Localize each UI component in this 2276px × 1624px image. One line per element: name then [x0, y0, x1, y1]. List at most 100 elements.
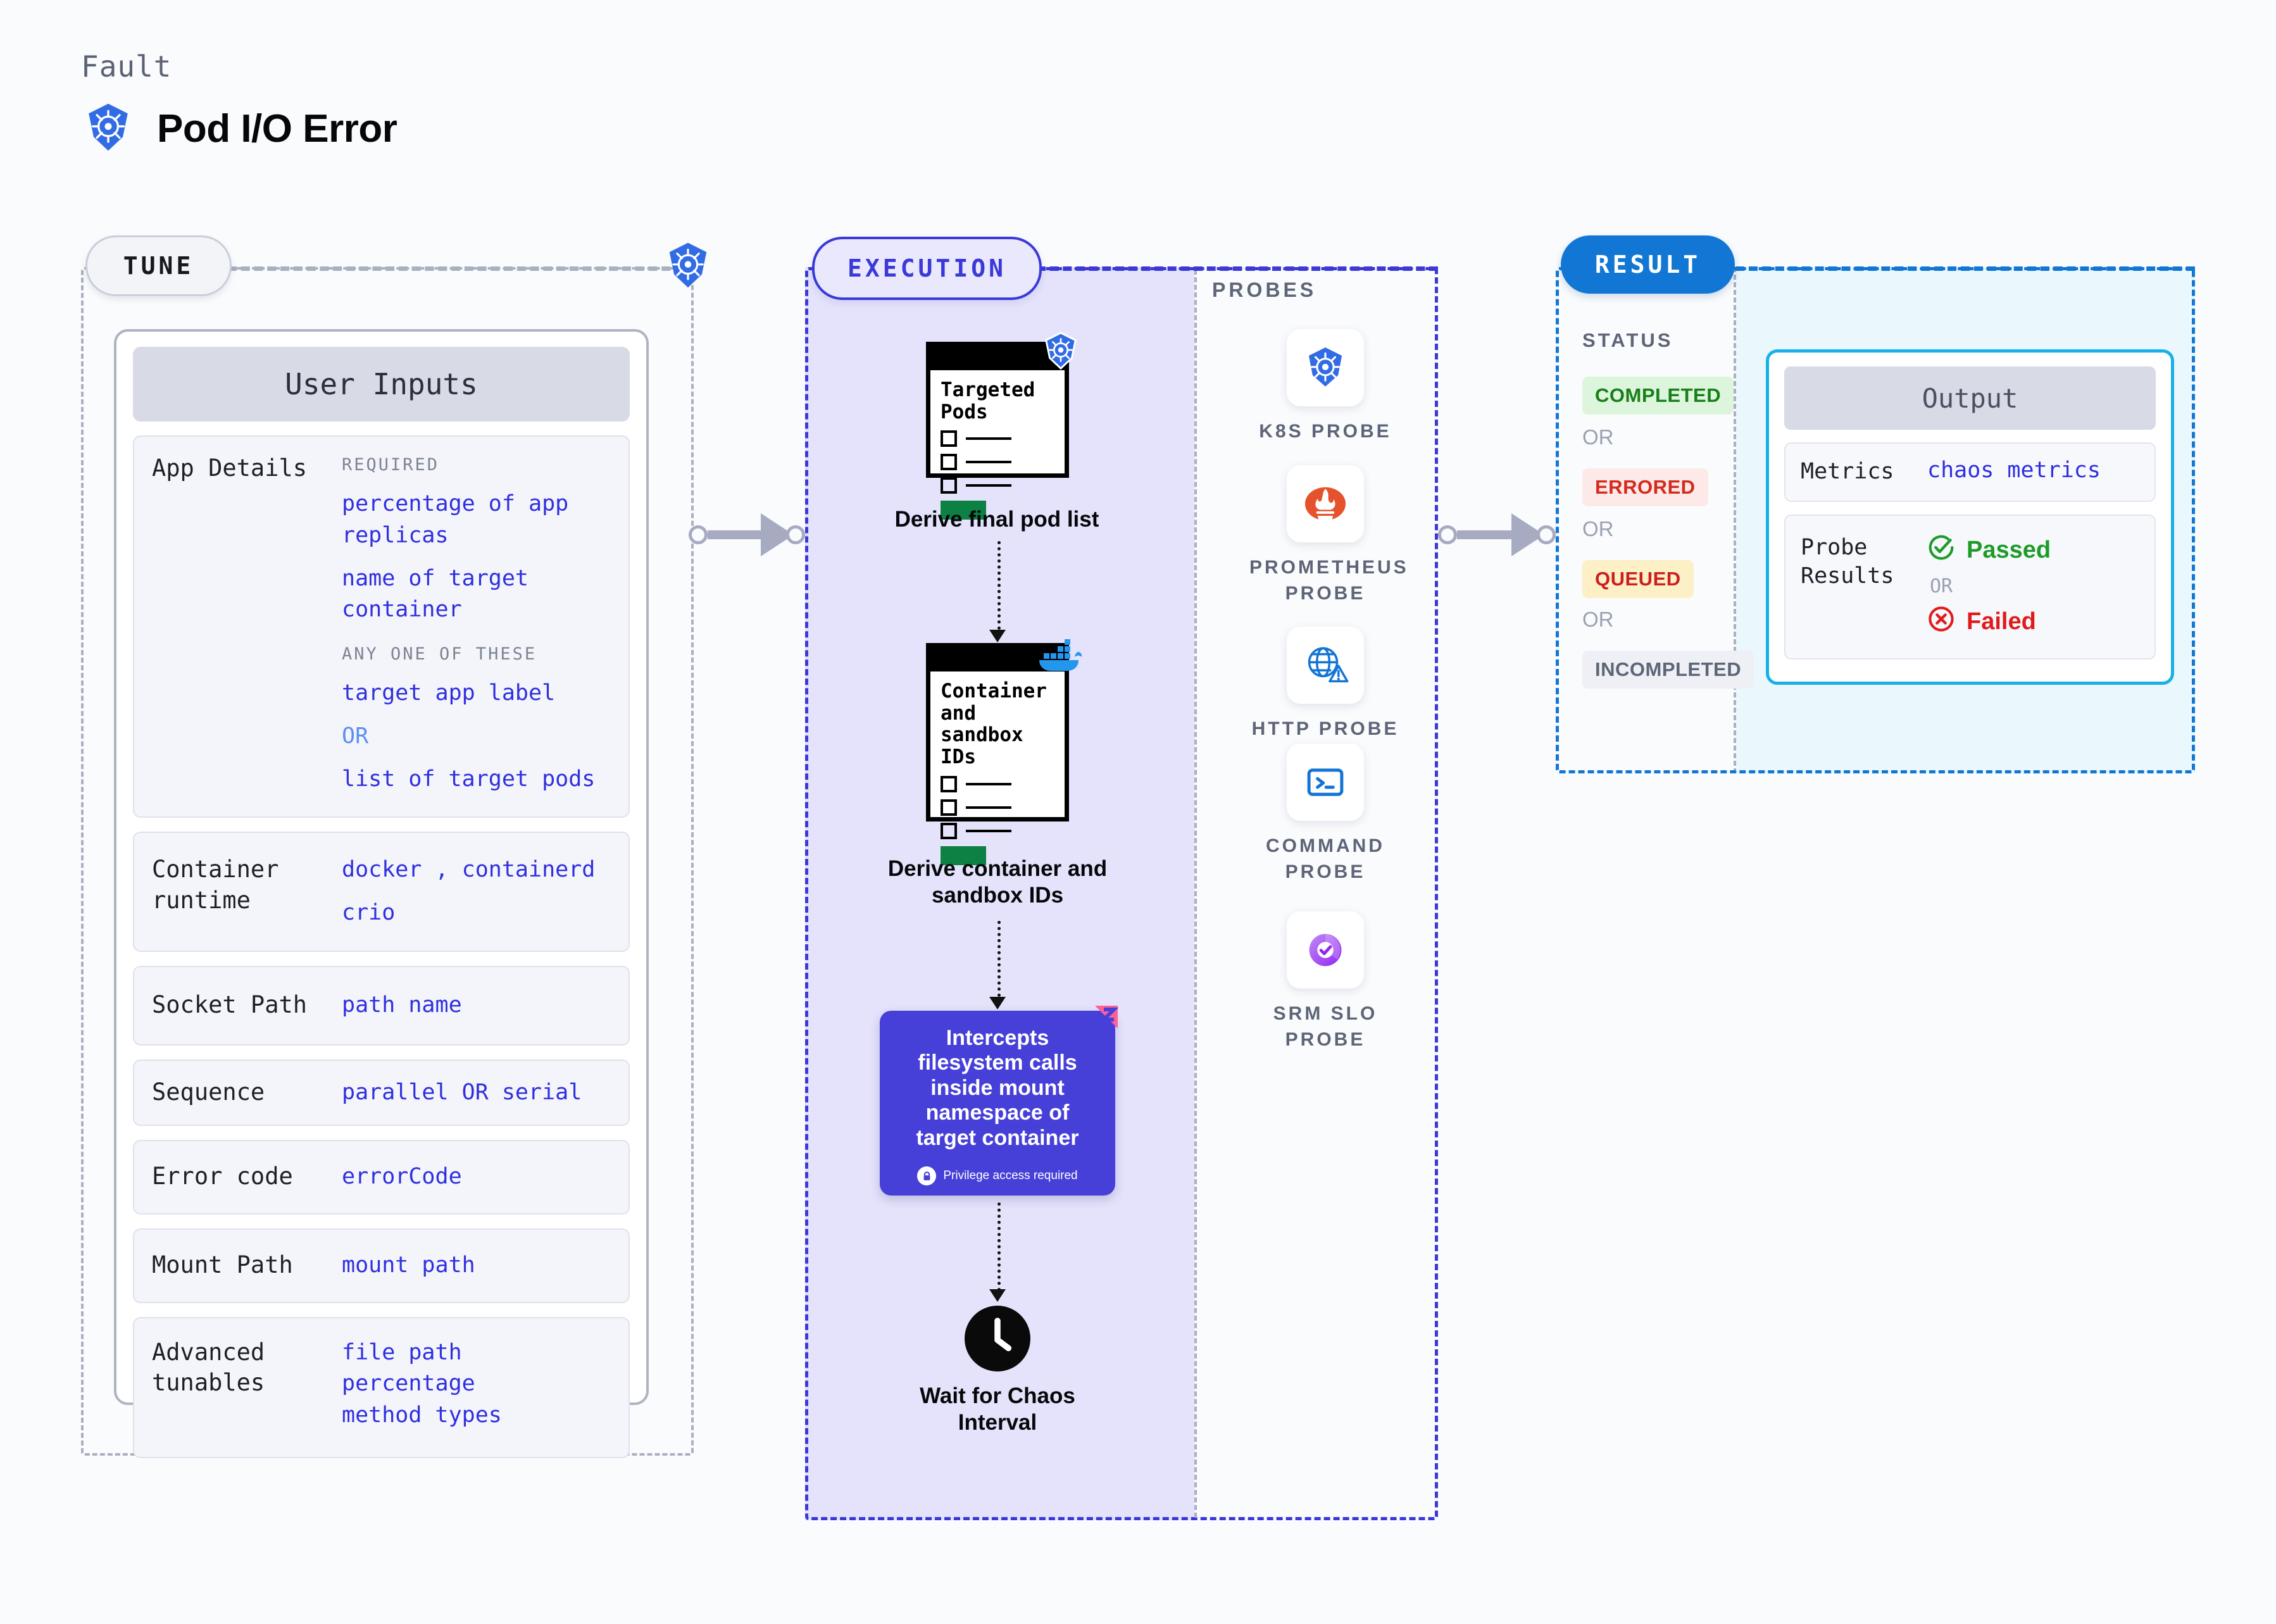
output-row-label: Metrics	[1801, 459, 1894, 484]
execution-connector-line	[1037, 266, 1438, 271]
connector-start-dot	[689, 525, 708, 544]
probe-result-or-label: OR	[1930, 575, 1953, 597]
connector-bar	[1457, 530, 1513, 539]
probe-label: K8S PROBE	[1259, 421, 1392, 442]
tune-value: method types	[342, 1402, 502, 1428]
clock-icon	[965, 1306, 1030, 1371]
flow-connector	[997, 541, 1001, 630]
command-terminal-icon	[1287, 744, 1364, 821]
lock-icon	[917, 1166, 937, 1185]
output-row-metrics: Metrics chaos metrics	[1784, 442, 2156, 502]
status-badge-queued: QUEUED	[1582, 560, 1694, 598]
probe-prometheus[interactable]: PROMETHEUS PROBE	[1249, 402, 1409, 606]
flow-connector	[997, 921, 1001, 997]
tune-row-label: Sequence	[152, 1078, 265, 1106]
connector-bar	[708, 530, 762, 539]
x-circle-icon	[1927, 605, 1955, 639]
status-badge-incompleted: INCOMPLETED	[1582, 651, 1754, 689]
flow-connector	[997, 1202, 1001, 1291]
connector-tune-to-execution	[689, 513, 805, 556]
doc-lines	[941, 775, 1054, 865]
flow-arrowhead	[989, 630, 1006, 642]
output-row-probe-results: Probe Results Passed OR Failed	[1784, 514, 2156, 659]
tune-row-advanced-tunables: Advanced tunables file path percentage m…	[133, 1316, 630, 1458]
tune-row-label: Advanced tunables	[152, 1338, 265, 1397]
doc-title: Container and sandbox IDs	[941, 680, 1047, 769]
probe-result-failed-label: Failed	[1966, 608, 2036, 635]
kubernetes-icon	[1287, 329, 1364, 406]
probe-http[interactable]: HTTP PROBE	[1249, 627, 1401, 742]
docker-icon	[1038, 638, 1084, 677]
probes-divider	[1194, 270, 1197, 1518]
status-or-label: OR	[1582, 425, 1614, 449]
tune-value: percentage of app replicas	[342, 491, 569, 549]
kubernetes-icon	[663, 240, 713, 290]
execution-node-targeted-pods: Targeted Pods	[926, 342, 1069, 520]
tune-row-sequence: Sequence parallel OR serial	[133, 1059, 630, 1127]
check-circle-icon	[1927, 534, 1955, 568]
probes-title: PROBES	[1212, 278, 1317, 301]
intercept-text: Intercepts filesystem calls inside mount…	[916, 1026, 1079, 1150]
connector-start-dot	[1438, 525, 1457, 544]
tune-value: name of target container	[342, 565, 529, 623]
probe-label: HTTP PROBE	[1251, 718, 1399, 739]
result-badge[interactable]: RESULT	[1561, 235, 1735, 294]
probe-label: COMMAND PROBE	[1266, 835, 1385, 882]
probe-command[interactable]: COMMAND PROBE	[1249, 744, 1401, 885]
probe-label: PROMETHEUS PROBE	[1249, 557, 1409, 604]
status-badge-completed: COMPLETED	[1582, 377, 1734, 415]
status-badge-errored: ERRORED	[1582, 468, 1708, 506]
tune-row-label: Socket Path	[152, 990, 308, 1018]
tune-row-mount-path: Mount Path mount path	[133, 1228, 630, 1303]
http-globe-icon	[1287, 627, 1364, 704]
kubernetes-icon	[82, 101, 134, 156]
connector-execution-to-result	[1438, 513, 1556, 556]
execution-node-container-ids: Container and sandbox IDs	[926, 643, 1069, 865]
flow-arrowhead	[989, 1289, 1006, 1302]
output-row-value: chaos metrics	[1927, 458, 2101, 483]
output-row-label: Probe Results	[1801, 534, 1894, 589]
page-title: Pod I/O Error	[157, 107, 397, 151]
probe-k8s[interactable]: K8S PROBE	[1249, 329, 1401, 445]
tune-value: docker , containerd	[342, 857, 596, 883]
probe-result-passed: Passed	[1927, 534, 2139, 568]
tune-badge[interactable]: TUNE	[85, 235, 232, 296]
probe-label: SRM SLO PROBE	[1273, 1003, 1378, 1050]
tune-group-caption: ANY ONE OF THESE	[342, 644, 537, 665]
fault-title-row: Pod I/O Error	[82, 101, 397, 156]
result-connector-line	[1735, 266, 2195, 271]
probe-srm-slo[interactable]: SRM SLO PROBE	[1249, 911, 1401, 1052]
tune-connector-line	[228, 266, 684, 271]
probe-result-passed-label: Passed	[1966, 537, 2051, 563]
tune-group-caption: REQUIRED	[342, 455, 440, 475]
tune-value: crio	[342, 900, 396, 926]
tune-row-label: Error code	[152, 1163, 293, 1190]
prometheus-icon	[1287, 465, 1364, 542]
doc-title: Targeted Pods	[941, 378, 1035, 423]
tune-value: parallel OR serial	[342, 1079, 582, 1105]
tune-row-label: Mount Path	[152, 1251, 293, 1278]
execution-node-caption: Wait for Chaos Interval	[920, 1384, 1075, 1435]
doc-lines	[941, 430, 1054, 520]
flow-arrowhead	[989, 997, 1006, 1009]
tune-row-error-code: Error code errorCode	[133, 1140, 630, 1215]
tune-row-label: Container runtime	[152, 856, 279, 915]
tune-row-app-details: App Details REQUIRED percentage of app r…	[133, 435, 630, 818]
execution-badge[interactable]: EXECUTION	[812, 237, 1042, 300]
output-title: Output	[1784, 366, 2156, 430]
result-status-column	[1556, 267, 1736, 773]
status-or-label: OR	[1582, 608, 1614, 631]
probe-result-failed: Failed	[1927, 605, 2139, 639]
output-card: Output Metrics chaos metrics Probe Resul…	[1766, 349, 2174, 685]
kubernetes-icon	[1041, 331, 1080, 373]
user-inputs-title: User Inputs	[133, 347, 630, 422]
tune-value: list of target pods	[342, 766, 596, 792]
intercept-card: Intercepts filesystem calls inside mount…	[880, 1006, 1119, 1196]
execution-node-caption: Derive final pod list	[894, 507, 1099, 532]
tune-value: errorCode	[342, 1164, 462, 1190]
connector-end-dot	[1537, 525, 1556, 544]
fault-kicker: Fault	[81, 49, 172, 84]
user-inputs-card: User Inputs App Details REQUIRED percent…	[114, 329, 649, 1458]
connector-end-dot	[786, 525, 805, 544]
status-title: STATUS	[1582, 329, 1673, 351]
